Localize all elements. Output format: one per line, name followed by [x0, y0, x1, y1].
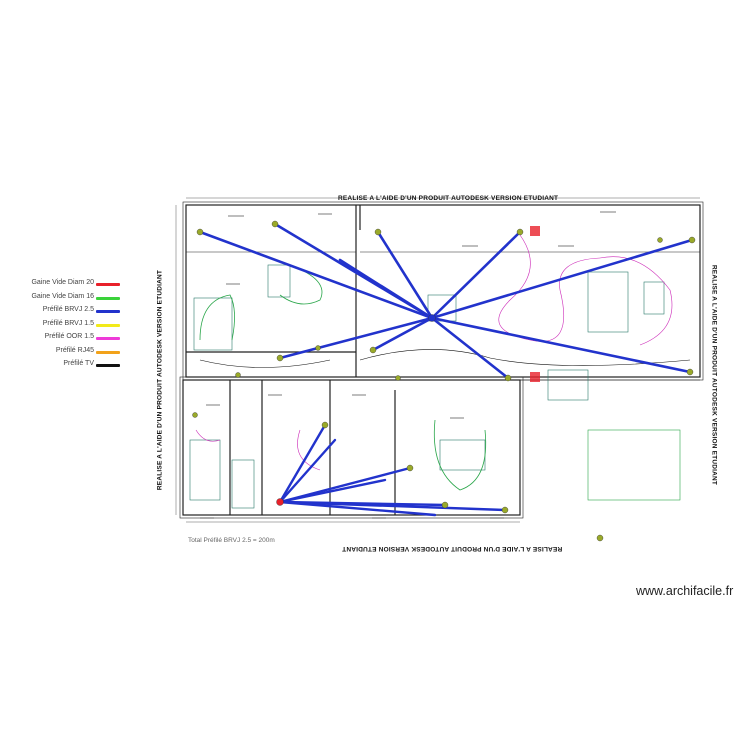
furniture [189, 264, 681, 509]
magenta-wiring [195, 234, 673, 471]
legend: Gaine Vide Diam 20 Gaine Vide Diam 16 Pr… [18, 278, 138, 373]
green-wiring [199, 264, 487, 491]
legend-swatch [96, 296, 120, 300]
legend-item: Gaine Vide Diam 16 [18, 292, 138, 306]
legend-label: Préfilé RJ45 [55, 346, 94, 354]
black-wiring [199, 349, 691, 368]
label-marks [200, 211, 616, 519]
stamp-bottom: REALISE A L'AIDE D'UN PRODUIT AUTODESK V… [342, 545, 563, 552]
legend-item: Préfilé OOR 1.5 [18, 332, 138, 346]
dimension-marks [175, 197, 700, 523]
legend-swatch [96, 337, 120, 340]
stamp-right: REALISE A L'AIDE D'UN PRODUIT AUTODESK V… [710, 264, 718, 486]
walls [179, 201, 704, 519]
legend-swatch [96, 364, 120, 367]
watermark-link[interactable]: www.archifacile.fr [636, 584, 734, 598]
legend-item: Préfilé BRVJ 1.5 [18, 319, 138, 333]
legend-swatch [96, 350, 120, 354]
legend-swatch [96, 283, 120, 286]
legend-label: Préfilé BRVJ 1.5 [42, 319, 94, 327]
stamp-left: REALISE A L'AIDE D'UN PRODUIT AUTODESK V… [156, 269, 164, 491]
legend-swatch [96, 310, 120, 313]
legend-swatch [96, 323, 120, 327]
stamp-top: REALISE A L'AIDE D'UN PRODUIT AUTODESK V… [338, 195, 559, 202]
legend-label: Préfilé OOR 1.5 [44, 333, 94, 340]
devices [192, 220, 696, 542]
legend-label: Gaine Vide Diam 16 [31, 292, 94, 300]
blue-wiring-hub-2 [278, 423, 507, 517]
legend-item: Préfilé RJ45 [18, 346, 138, 360]
legend-item: Gaine Vide Diam 20 [18, 278, 138, 292]
legend-label: Gaine Vide Diam 20 [31, 279, 94, 286]
legend-item: Préfilé TV [18, 359, 138, 373]
red-markers [530, 226, 540, 382]
blue-wiring-hub-1 [198, 222, 694, 380]
legend-item: Préfilé BRVJ 2.5 [18, 305, 138, 319]
total-brvj-length: Total Préfilé BRVJ 2.5 = 200m [188, 537, 275, 544]
legend-label: Préfilé BRVJ 2.5 [42, 306, 94, 313]
legend-label: Préfilé TV [63, 360, 94, 367]
